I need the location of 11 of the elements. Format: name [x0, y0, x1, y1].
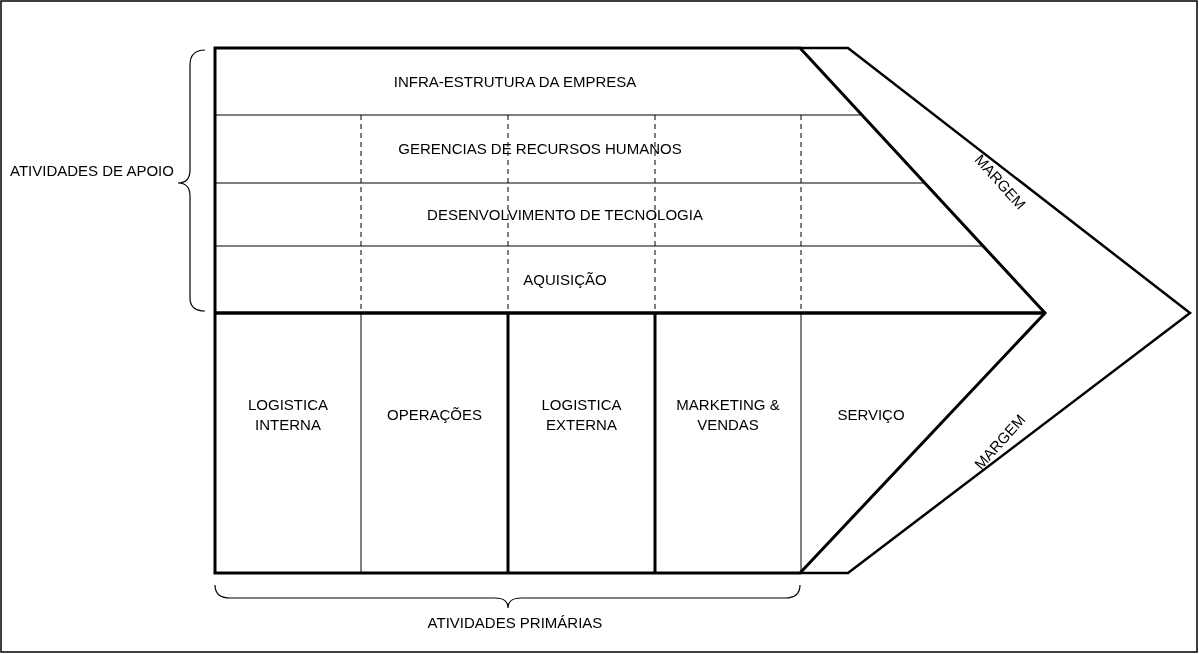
primary-activity-column: LOGISTICA EXTERNA [508, 330, 655, 500]
support-activity-row: INFRA-ESTRUTURA DA EMPRESA [215, 48, 815, 115]
primary-activity-column: OPERAÇÕES [361, 330, 508, 500]
support-activity-row: GERENCIAS DE RECURSOS HUMANOS [215, 115, 865, 183]
group-label: ATIVIDADES PRIMÁRIAS [426, 613, 604, 633]
support-activity-row: AQUISIÇÃO [215, 246, 915, 313]
primary-activity-column: MARKETING & VENDAS [655, 330, 801, 500]
primary-activity-column: SERVIÇO [801, 330, 941, 500]
primary-activity-column: LOGISTICA INTERNA [215, 330, 361, 500]
support-activity-row: DESENVOLVIMENTO DE TECNOLOGIA [215, 183, 915, 246]
group-label: ATIVIDADES DE APOIO [10, 161, 175, 181]
